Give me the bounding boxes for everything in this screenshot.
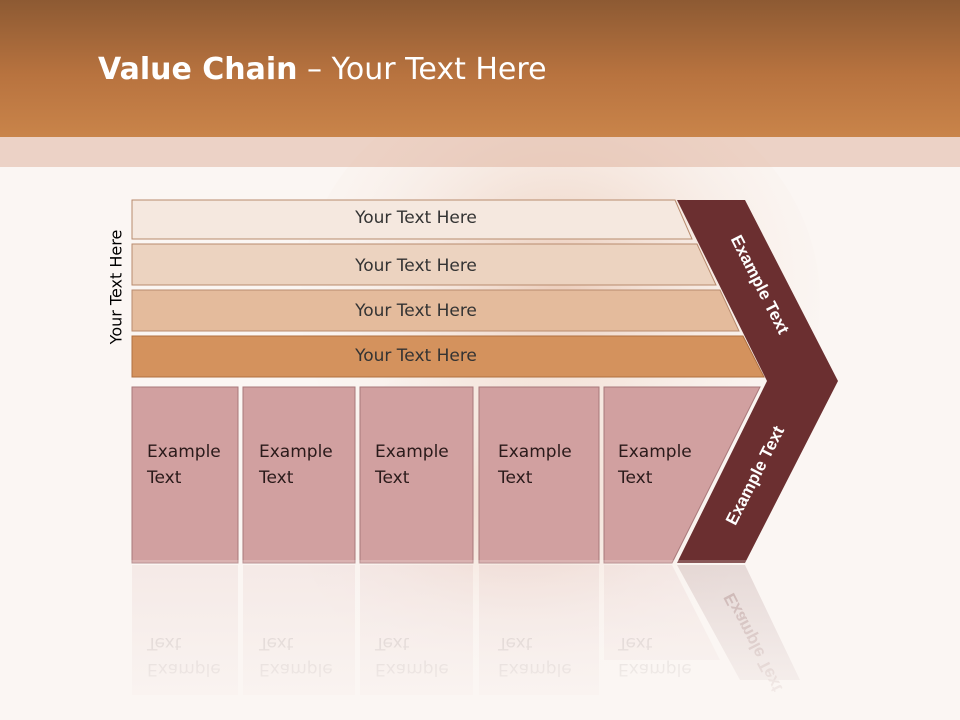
box-4-line2: Text	[498, 468, 533, 488]
box-4[interactable]	[478, 386, 600, 564]
chevron-margin[interactable]	[677, 200, 838, 563]
box-2[interactable]	[242, 386, 356, 564]
row-1[interactable]	[131, 199, 693, 240]
box-2-label: Example Text	[259, 439, 333, 491]
row-4[interactable]	[131, 335, 765, 378]
box-4-label: Example Text	[498, 439, 572, 491]
row-2[interactable]	[131, 243, 717, 286]
reflection-fade	[0, 560, 960, 720]
row-3-label: Your Text Here	[355, 301, 477, 321]
header-band	[0, 137, 960, 167]
box-3-line2: Text	[375, 468, 410, 488]
slide-title: Value Chain – Your Text Here	[98, 52, 547, 87]
title-rest: – Your Text Here	[297, 52, 547, 87]
box-2-line2: Text	[259, 468, 294, 488]
box-1-line2: Text	[147, 468, 182, 488]
header-bar	[0, 0, 960, 137]
row-4-label: Your Text Here	[355, 346, 477, 366]
box-3-line1: Example	[375, 442, 449, 462]
row-2-label: Your Text Here	[355, 256, 477, 276]
title-bold: Value Chain	[98, 52, 298, 87]
box-5-line1: Example	[618, 442, 692, 462]
row-1-label: Your Text Here	[355, 208, 477, 228]
box-1-line1: Example	[147, 442, 221, 462]
row-3[interactable]	[131, 289, 740, 332]
box-5-label: Example Text	[618, 439, 692, 491]
box-2-line1: Example	[259, 442, 333, 462]
box-5-line2: Text	[618, 468, 653, 488]
box-4-line1: Example	[498, 442, 572, 462]
box-3-label: Example Text	[375, 439, 449, 491]
box-1-label: Example Text	[147, 439, 221, 491]
